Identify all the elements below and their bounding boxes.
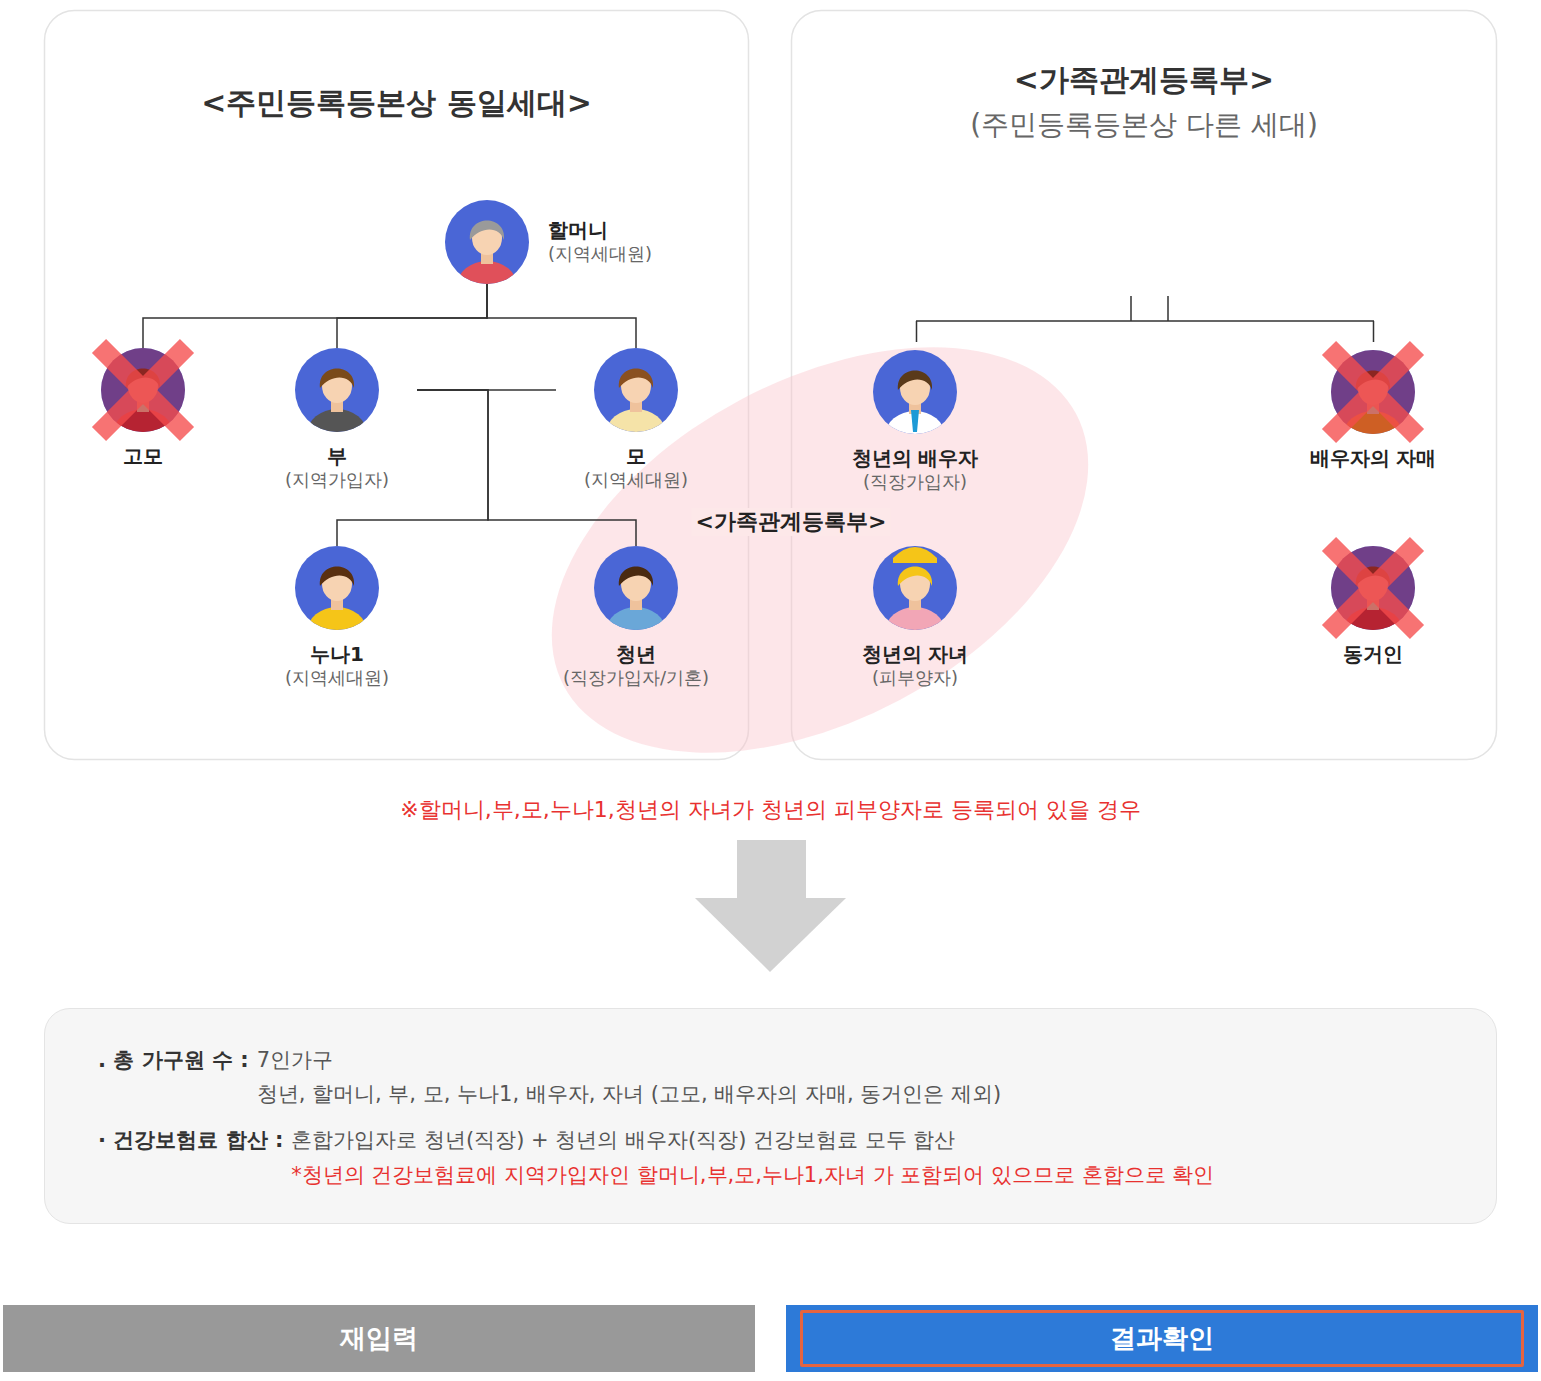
panel-title: <주민등록등본상 동일세대> — [44, 85, 749, 121]
avatars — [101, 200, 1415, 657]
summary-note: *청년의 건강보험료에 지역가입자인 할머니,부,모,누나1,자녀 가 포함되어… — [291, 1162, 1214, 1188]
person-role: (지역세대원) — [548, 242, 652, 266]
action-button: 재입력 — [3, 1305, 755, 1372]
avatar — [295, 348, 379, 459]
down-arrow — [695, 840, 846, 972]
ellipse-label: <가족관계등록부> — [692, 508, 891, 536]
person-name: 할머니 — [548, 218, 608, 242]
ellipse-fill — [484, 264, 1156, 836]
person-role: (지역세대원) — [285, 666, 389, 690]
summary-value: 혼합가입자로 청년(직장) + 청년의 배우자(직장) 건강보험료 모두 합산 — [291, 1127, 955, 1153]
family-line — [143, 284, 487, 348]
person-node: 동거인 — [1293, 546, 1453, 671]
family-line — [487, 284, 636, 348]
summary-value: 7인가구 — [257, 1047, 333, 1073]
result-box: . 총 가구원 수 : 7인가구청년, 할머니, 부, 모, 누나1, 배우자, … — [44, 1008, 1497, 1224]
group-panel: <가족관계등록부> (주민등록등본상 다른 세대) 청년의 배우자(직장가입자) 배우… — [791, 10, 1497, 760]
person-node: 부(지역가입자) — [257, 348, 417, 498]
person-node: 누나1(지역세대원) — [257, 546, 417, 696]
person-node: 고모 — [63, 348, 223, 473]
panel-outline — [45, 11, 749, 760]
person-node: 청년의 배우자(직장가입자) — [835, 350, 995, 500]
panel-subtitle: (주민등록등본상 다른 세대) — [791, 108, 1497, 142]
group-panel: <주민등록등본상 동일세대>할머니(지역세대원)고모부(지역가입자)모(지역세대… — [44, 10, 749, 760]
button-label: 재입력 — [340, 1321, 418, 1356]
family-line — [337, 284, 487, 348]
person-node: 할머니(지역세대원) — [445, 200, 685, 284]
summary-detail: 청년, 할머니, 부, 모, 누나1, 배우자, 자녀 (고모, 배우자의 자매… — [257, 1081, 1002, 1107]
family-line — [337, 390, 488, 546]
action-button: 결과확인 — [786, 1305, 1538, 1372]
tie — [911, 410, 919, 432]
hat — [893, 547, 937, 563]
avatar — [873, 546, 957, 657]
avatar — [594, 546, 678, 657]
person-role: (직장가입자) — [863, 470, 967, 494]
panel-outline — [792, 11, 1497, 760]
person-name: 누나1 — [310, 642, 364, 666]
person-role: (지역가입자) — [285, 468, 389, 492]
button-label: 결과확인 — [1110, 1321, 1214, 1356]
person-name: 청년 — [616, 642, 656, 666]
person-name: 동거인 — [1343, 642, 1403, 666]
person-node: 청년(직장가입자/기혼) — [555, 546, 718, 696]
avatar — [594, 348, 678, 459]
panel-title: <가족관계등록부> — [791, 62, 1497, 98]
summary-key: . 총 가구원 수 : — [98, 1047, 249, 1073]
person-name: 부 — [327, 444, 347, 468]
person-node: 배우자의 자매 — [1293, 350, 1453, 475]
person-role: (지역세대원) — [584, 468, 688, 492]
person-node: 모(지역세대원) — [556, 348, 716, 498]
person-name: 배우자의 자매 — [1310, 446, 1437, 470]
note-text: ※할머니,부,모,누나1,청년의 자녀가 청년의 피부양자로 등록되어 있을 경… — [0, 796, 1541, 824]
cross-marks — [99, 346, 1417, 632]
person-name: 고모 — [123, 444, 163, 468]
person-name: 모 — [626, 444, 646, 468]
summary-key: · 건강보험료 합산 : — [98, 1127, 283, 1153]
person-node: 청년의 자녀(피부양자) — [835, 546, 995, 696]
person-role: (직장가입자/기혼) — [563, 666, 709, 690]
person-role: (피부양자) — [872, 666, 958, 690]
avatar — [295, 546, 379, 657]
tree-line — [916, 296, 1374, 342]
family-line — [417, 390, 636, 546]
person-name: 청년의 배우자 — [852, 446, 979, 470]
person-name: 청년의 자녀 — [862, 642, 969, 666]
avatar — [873, 350, 957, 461]
